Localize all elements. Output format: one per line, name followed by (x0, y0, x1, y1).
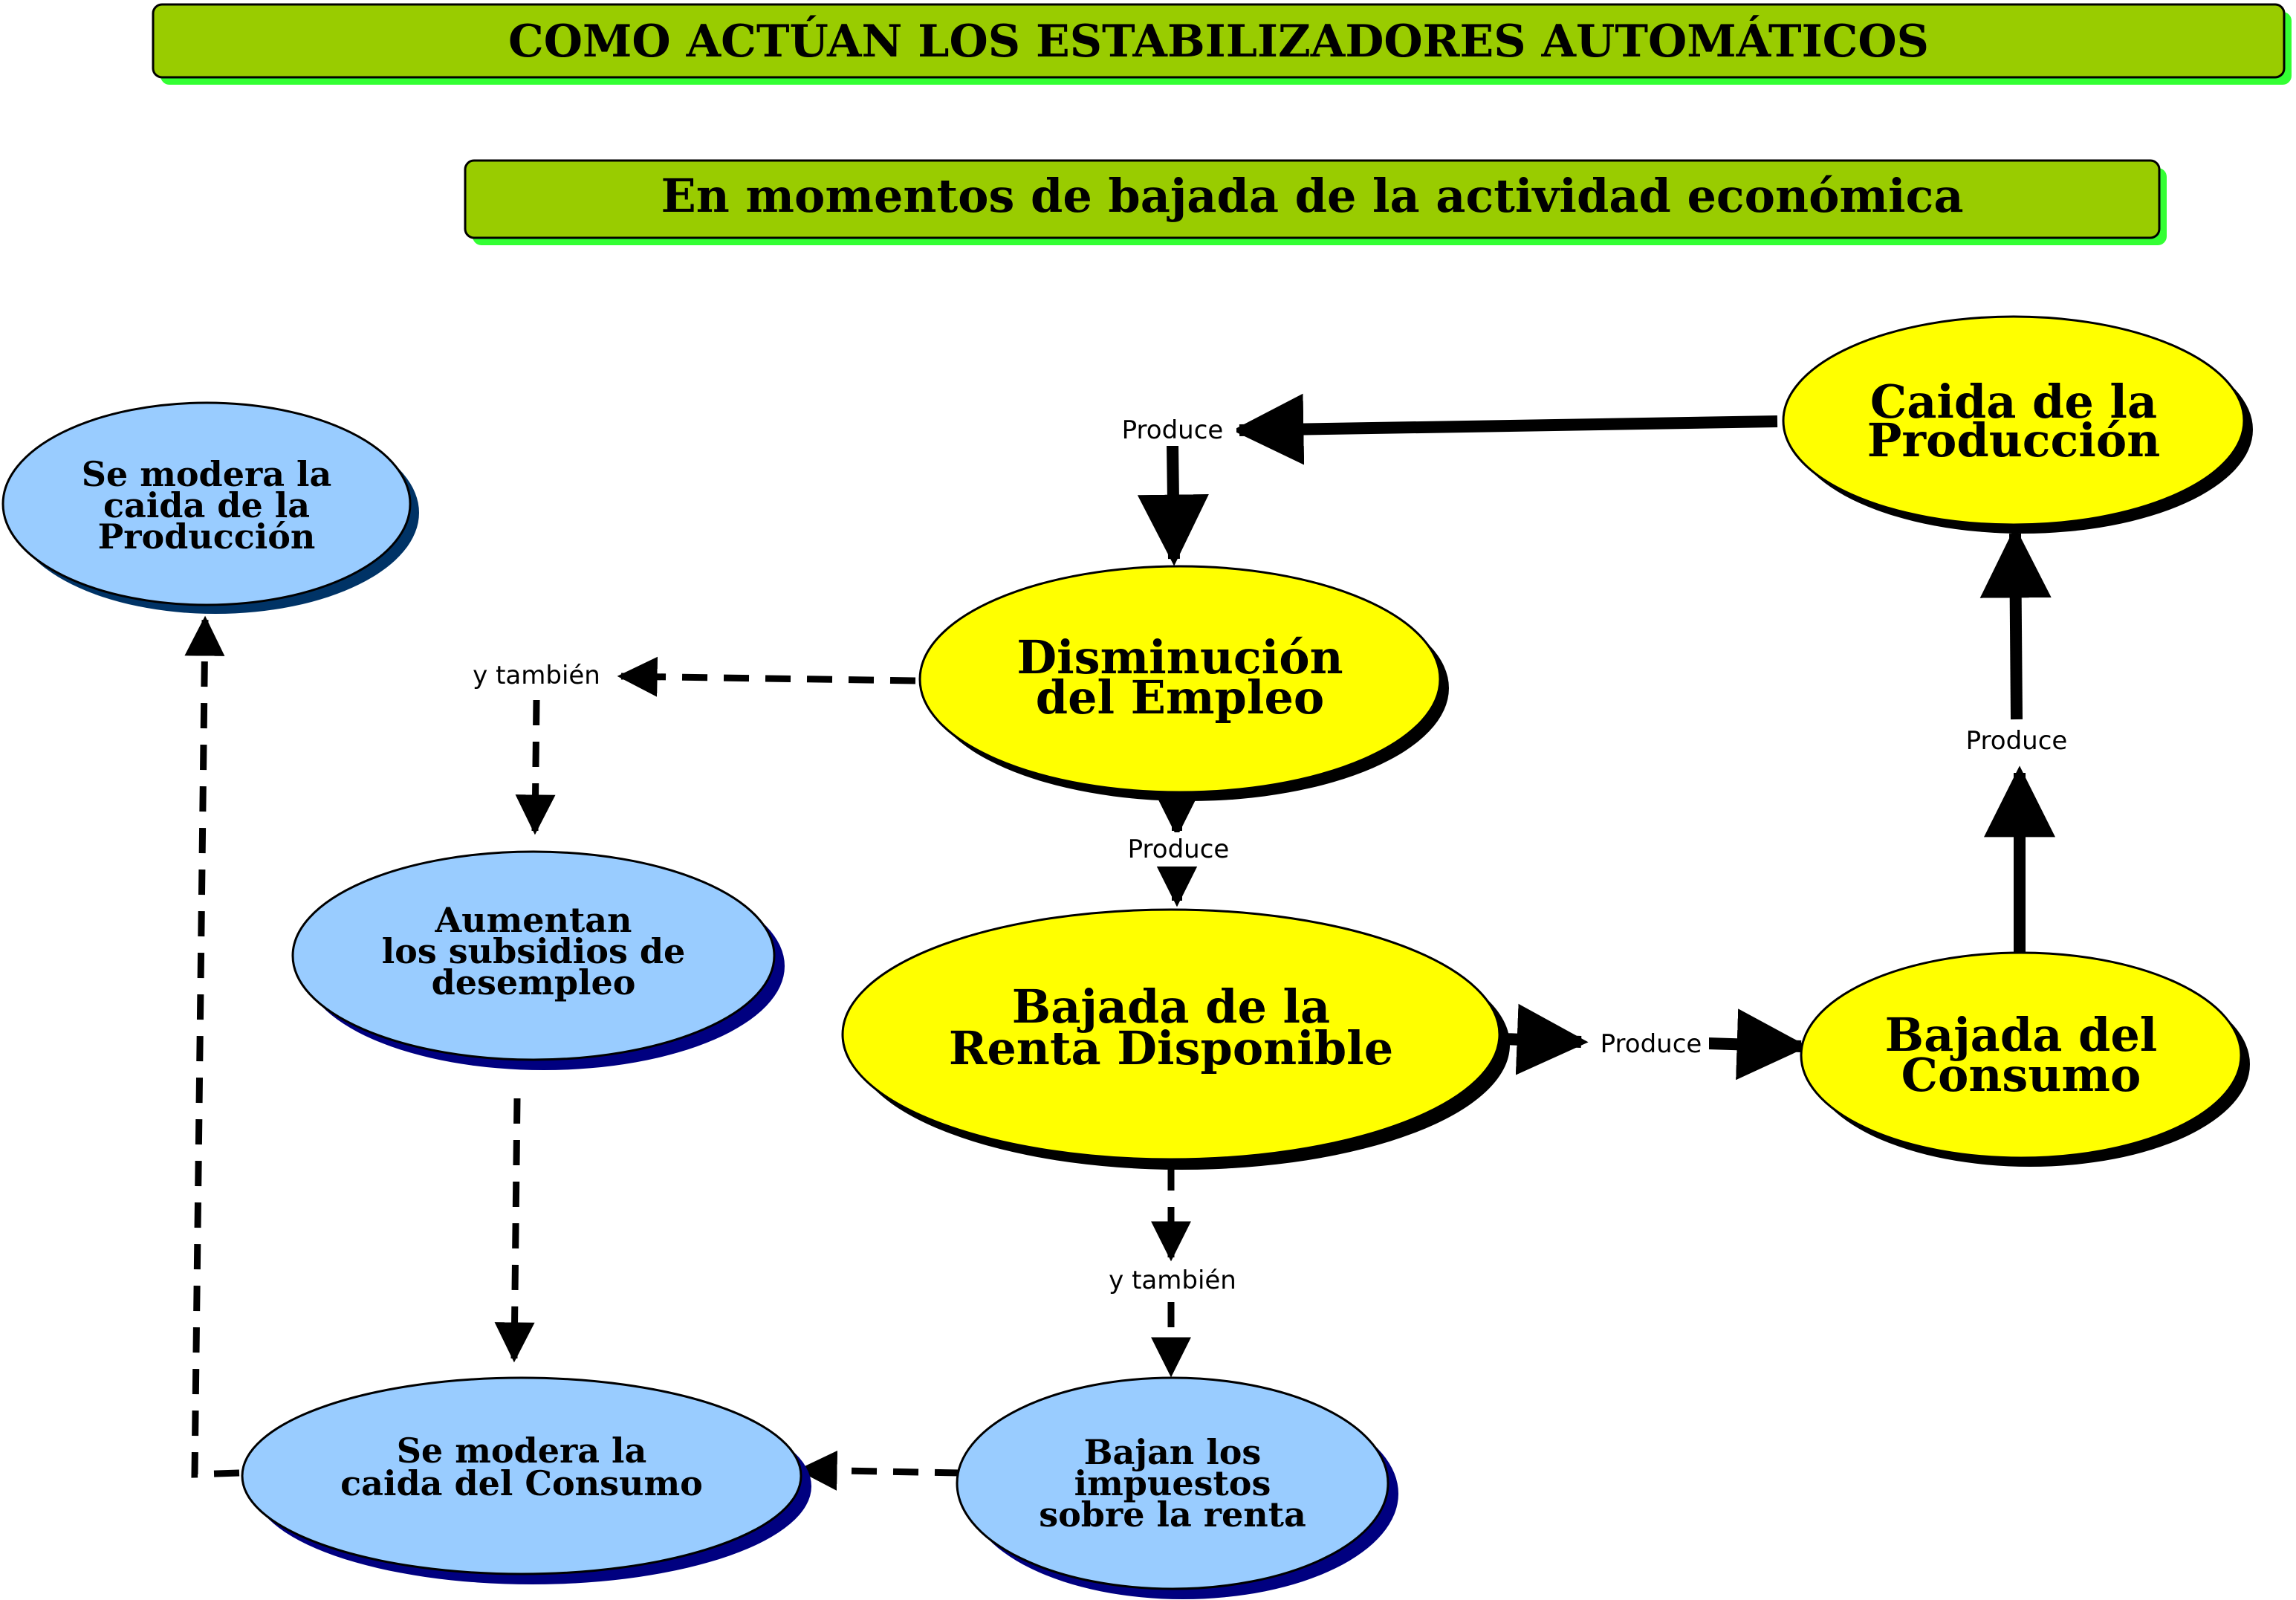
page-title: COMO ACTÚAN LOS ESTABILIZADORES AUTOMÁTI… (508, 15, 1929, 68)
edge-subsidios-to-consumo (494, 1098, 535, 1363)
edge-consumo-to-produccion (184, 615, 240, 1478)
edge-label-produce-renta: Produce (1966, 726, 2068, 756)
edge-produce-to-produccion (1979, 526, 2052, 720)
subtitle-banner: En momentos de bajada de la actividad ec… (464, 159, 2167, 245)
node-caida-produccion-line1: Caida de la (1870, 375, 2157, 429)
edge-label-tambien-bottom: y también (1109, 1266, 1236, 1295)
node-bajada-renta-line2: Renta Disponible (949, 1021, 1393, 1075)
node-aumentan-subsidios-line2: los subsidios de (382, 931, 686, 971)
edges (184, 393, 2055, 1491)
edge-label-tambien-left: y también (473, 661, 600, 690)
node-disminucion-empleo-line1: Disminución (1016, 630, 1343, 684)
node-modera-consumo: Se modera la caida del Consumo (241, 1376, 811, 1584)
title-banner: COMO ACTÚAN LOS ESTABILIZADORES AUTOMÁTI… (152, 3, 2292, 85)
node-modera-produccion-line1: Se modera la (82, 454, 332, 494)
node-bajan-impuestos-line2: impuestos (1074, 1463, 1271, 1503)
node-modera-consumo-line1: Se modera la (397, 1431, 647, 1471)
node-bajada-consumo: Bajada del Consumo (1800, 951, 2250, 1167)
node-modera-produccion: Se modera la caida de la Producción (1, 401, 419, 614)
node-modera-consumo-line2: caida del Consumo (340, 1463, 703, 1503)
node-caida-produccion: Caida de la Producción (1782, 315, 2253, 534)
node-bajan-impuestos-line1: Bajan los (1084, 1432, 1262, 1472)
edge-label-produce-empleo: Produce (1128, 835, 1230, 864)
node-aumentan-subsidios-line3: desempleo (432, 962, 636, 1003)
edge-tambien-to-subsidios (515, 699, 556, 835)
node-caida-produccion-line2: Producción (1867, 413, 2161, 467)
node-aumentan-subsidios-line1: Aumentan (434, 900, 632, 940)
edge-labels: Produce Produce Produce Produce y tambié… (459, 412, 2081, 1298)
node-modera-produccion-line2: caida de la (103, 485, 310, 525)
edge-produce-to-consumo (1707, 1008, 1809, 1081)
node-bajada-renta: Bajada de la Renta Disponible (841, 908, 1510, 1170)
node-bajan-impuestos: Bajan los impuestos sobre la renta (956, 1376, 1398, 1599)
node-bajada-consumo-line1: Bajada del (1885, 1008, 2158, 1062)
node-disminucion-empleo-line2: del Empleo (1036, 670, 1325, 725)
node-bajan-impuestos-line3: sobre la renta (1039, 1494, 1306, 1535)
page-subtitle: En momentos de bajada de la actividad ec… (661, 169, 1963, 223)
node-modera-produccion-line3: Producción (98, 516, 316, 557)
node-disminucion-empleo: Disminución del Empleo (918, 565, 1449, 801)
node-bajada-consumo-line2: Consumo (1901, 1048, 2141, 1102)
edge-label-produce-right: Produce (1601, 1029, 1702, 1059)
edge-produccion-to-produce (1232, 393, 1778, 465)
edge-produce-to-empleo (1137, 444, 1209, 566)
node-bajada-renta-line1: Bajada de la (1012, 979, 1330, 1034)
node-aumentan-subsidios: Aumentan los subsidios de desempleo (291, 850, 785, 1070)
edge-empleo-to-tambien (617, 656, 916, 697)
edge-impuestos-to-consumo (797, 1450, 961, 1491)
edge-renta-to-produce (1503, 1003, 1589, 1075)
edge-label-produce-top: Produce (1122, 415, 1224, 445)
